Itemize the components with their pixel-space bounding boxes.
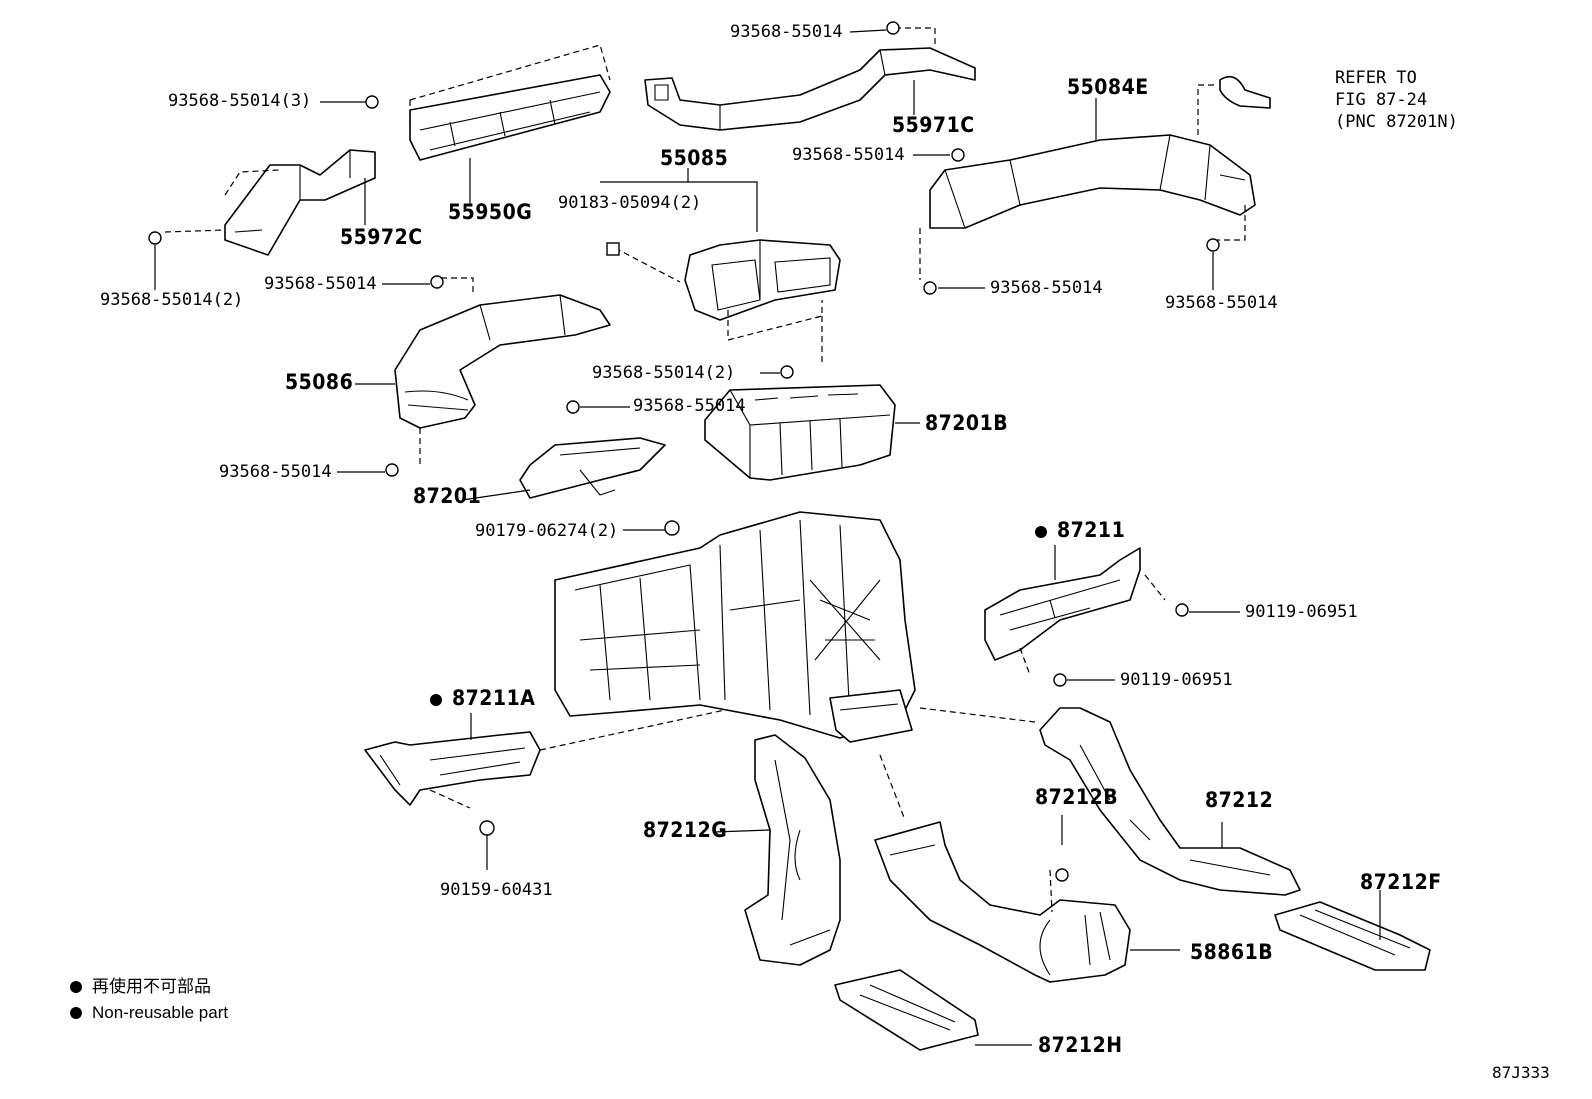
part-center-assembly-drawing — [554, 511, 916, 743]
fasteners-drawing — [148, 21, 1220, 882]
label-87211a-text: 87211A — [452, 686, 536, 710]
refer-line-2: FIG 87-24 — [1335, 90, 1428, 110]
label-87211-text: 87211 — [1057, 518, 1126, 542]
legend-english: Non-reusable part — [70, 1004, 228, 1021]
part-87211-drawing — [984, 547, 1166, 676]
drawing-code: 87J333 — [1492, 1063, 1550, 1082]
leader-lines — [154, 29, 1381, 1046]
part-87201-drawing — [519, 437, 666, 499]
part-87212-drawing — [919, 707, 1301, 913]
label-93568-55014-m1: 93568-55014 — [264, 274, 377, 294]
part-55086-drawing — [394, 277, 611, 465]
label-87212h: 87212H — [1038, 1033, 1123, 1057]
label-90159-60431: 90159-60431 — [440, 880, 553, 900]
label-87212f: 87212F — [1360, 870, 1442, 894]
label-93568-55014-m3: 93568-55014 — [633, 396, 746, 416]
legend-japanese-text: 再使用不可部品 — [92, 977, 211, 996]
part-55971c-drawing — [644, 27, 976, 131]
part-87212g-drawing — [744, 734, 841, 966]
label-93568-55014-2a: 93568-55014(2) — [100, 290, 244, 310]
label-93568-55014-top: 93568-55014 — [730, 22, 843, 42]
label-90119-06951-b: 90119-06951 — [1120, 670, 1233, 690]
label-87212b: 87212B — [1035, 785, 1119, 809]
label-93568-55014-3: 93568-55014(3) — [168, 91, 312, 111]
refer-line-1: REFER TO — [1335, 68, 1417, 88]
label-93568-55014-r2: 93568-55014 — [1165, 293, 1278, 313]
part-58861b-drawing — [874, 754, 1131, 983]
part-55085-drawing — [600, 168, 841, 366]
label-87201: 87201 — [413, 484, 482, 508]
label-90183-05094-2: 90183-05094(2) — [558, 193, 702, 213]
part-55084e-drawing — [919, 75, 1271, 280]
label-87201b: 87201B — [925, 411, 1009, 435]
label-55972c: 55972C — [340, 225, 423, 249]
non-reusable-marker-icon — [430, 694, 442, 706]
part-87211a-drawing — [364, 709, 726, 809]
non-reusable-marker-icon — [1035, 526, 1047, 538]
label-55086: 55086 — [285, 370, 354, 394]
label-87212: 87212 — [1205, 788, 1274, 812]
label-93568-55014-r1: 93568-55014 — [990, 278, 1103, 298]
legend-english-text: Non-reusable part — [92, 1003, 229, 1022]
part-87212h-drawing — [834, 969, 979, 1051]
part-55950g-drawing — [409, 44, 611, 161]
label-55971c: 55971C — [892, 113, 975, 137]
label-93568-55014-2b: 93568-55014(2) — [592, 363, 736, 383]
legend-dot-icon — [70, 981, 82, 993]
label-58861b: 58861B — [1190, 940, 1274, 964]
part-87201b-drawing — [704, 384, 896, 481]
part-55972c-drawing — [164, 149, 376, 256]
label-55950g: 55950G — [448, 200, 533, 224]
label-93568-55014-c1: 93568-55014 — [792, 145, 905, 165]
label-93568-55014-m4: 93568-55014 — [219, 462, 332, 482]
label-90119-06951-a: 90119-06951 — [1245, 602, 1358, 622]
label-87211: 87211 — [1035, 520, 1125, 541]
label-55084e: 55084E — [1067, 75, 1149, 99]
legend-dot-icon — [70, 1007, 82, 1019]
label-55085: 55085 — [660, 146, 729, 170]
label-87211a: 87211A — [430, 688, 535, 709]
legend-japanese: 再使用不可部品 — [70, 978, 211, 995]
refer-line-3: (PNC 87201N) — [1335, 112, 1458, 132]
label-90179-06274-2: 90179-06274(2) — [475, 521, 619, 541]
part-87212f-drawing — [1274, 901, 1431, 971]
label-87212g: 87212G — [643, 818, 728, 842]
